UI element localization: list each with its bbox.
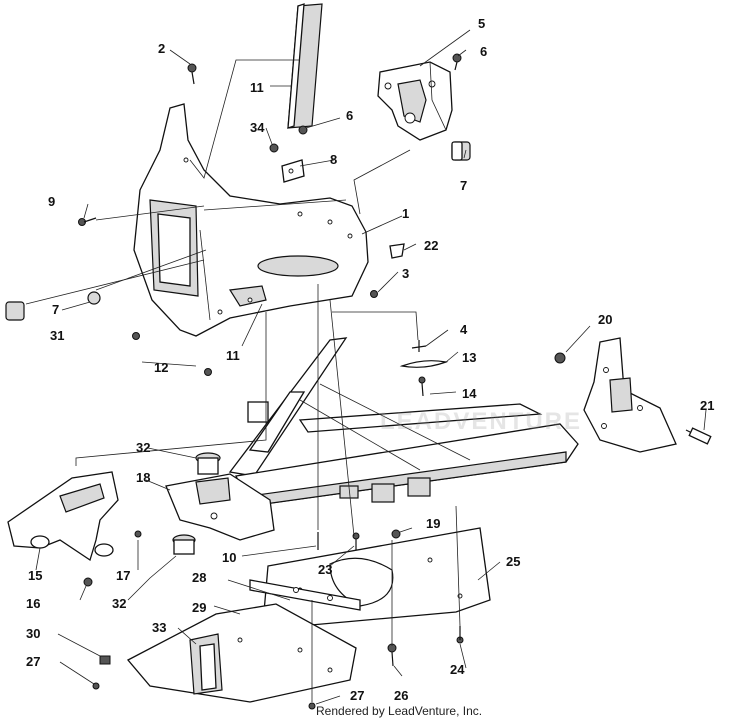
label-part-12: 12	[154, 360, 168, 375]
label-part-28: 28	[192, 570, 206, 585]
label-part-24: 24	[450, 662, 465, 677]
label-part-7-left: 7	[52, 302, 59, 317]
label-part-10: 10	[222, 550, 236, 565]
label-part-27-bottom: 27	[350, 688, 364, 703]
label-part-29: 29	[192, 600, 206, 615]
bracket-part-20	[583, 337, 677, 453]
bolt-part-14	[418, 376, 426, 397]
label-part-3: 3	[402, 266, 409, 281]
bolt-part-12	[132, 332, 212, 376]
bolt-part-2	[187, 63, 197, 85]
leader-lines	[25, 29, 707, 705]
label-part-15: 15	[28, 568, 42, 583]
mount-bracket-part-5	[377, 61, 453, 141]
label-part-25: 25	[506, 554, 520, 569]
label-part-31: 31	[50, 328, 64, 343]
bolt-part-26	[387, 643, 397, 667]
label-part-6-right: 6	[480, 44, 487, 59]
skid-plate-part-25	[263, 527, 491, 627]
bushing-part-32-top	[195, 452, 221, 475]
nut-part-34	[269, 143, 279, 153]
label-part-6-center: 6	[346, 108, 353, 123]
label-part-18: 18	[136, 470, 150, 485]
label-part-16: 16	[26, 596, 40, 611]
screw-part-27-left	[92, 682, 100, 690]
bolt-part-17	[134, 530, 142, 538]
label-part-21: 21	[700, 398, 714, 413]
render-credit: Rendered by LeadVenture, Inc.	[316, 704, 483, 718]
label-part-7-right: 7	[460, 178, 467, 193]
bolt-part-21	[685, 427, 712, 445]
label-part-17: 17	[116, 568, 130, 583]
clamp-part-4	[411, 340, 427, 352]
label-part-26: 26	[394, 688, 408, 703]
screw-part-3	[370, 290, 378, 298]
label-part-30: 30	[26, 626, 40, 641]
lower-skid-plate-part-29	[126, 603, 357, 703]
bolt-part-19	[391, 529, 401, 539]
label-part-23: 23	[318, 562, 332, 577]
label-part-11-lower: 11	[226, 348, 240, 363]
strap-part-13	[399, 360, 449, 368]
label-part-19: 19	[426, 516, 440, 531]
label-part-32-bottom: 32	[112, 596, 126, 611]
bolt-part-6-right	[452, 53, 462, 71]
seal-part-28	[249, 579, 361, 611]
foam-strip-part-11	[287, 3, 323, 129]
label-part-4: 4	[460, 322, 468, 337]
label-part-14: 14	[462, 386, 477, 401]
label-part-11-top: 11	[250, 80, 264, 95]
nut-part-20	[554, 352, 566, 364]
bolt-part-23	[352, 532, 360, 550]
nut-part-16	[83, 577, 93, 587]
label-part-22: 22	[424, 238, 438, 253]
bumper-part-7-right	[451, 141, 471, 161]
label-part-32-top: 32	[136, 440, 150, 455]
label-part-13: 13	[462, 350, 476, 365]
clip-part-30	[99, 655, 111, 665]
label-part-27-left: 27	[26, 654, 40, 669]
bolt-part-24	[456, 626, 464, 644]
bolt-part-9	[78, 217, 97, 226]
part-labels: 2 11 5 6 34 6 8 7 9 1 22 3 7 31 11 12 4 …	[26, 16, 714, 703]
label-part-34: 34	[250, 120, 265, 135]
label-part-20: 20	[598, 312, 612, 327]
label-part-5: 5	[478, 16, 485, 31]
label-part-8: 8	[330, 152, 337, 167]
label-part-1: 1	[402, 206, 409, 221]
hitch-part-15	[7, 471, 119, 562]
clip-part-22	[389, 243, 405, 259]
plug-part-31	[87, 291, 101, 305]
screw-part-27-bottom	[308, 702, 316, 710]
bracket-part-8	[281, 159, 305, 183]
front-panel-part-1	[133, 103, 369, 337]
watermark-text: LEADVENTURE	[380, 408, 583, 435]
bolt-part-6-center	[298, 125, 308, 135]
main-frame	[228, 337, 579, 507]
mount-part-18	[165, 473, 275, 541]
bumper-part-7-left	[5, 301, 25, 321]
label-part-33: 33	[152, 620, 166, 635]
bushing-part-32-bottom	[172, 534, 196, 555]
label-part-2: 2	[158, 41, 165, 56]
label-part-9: 9	[48, 194, 55, 209]
